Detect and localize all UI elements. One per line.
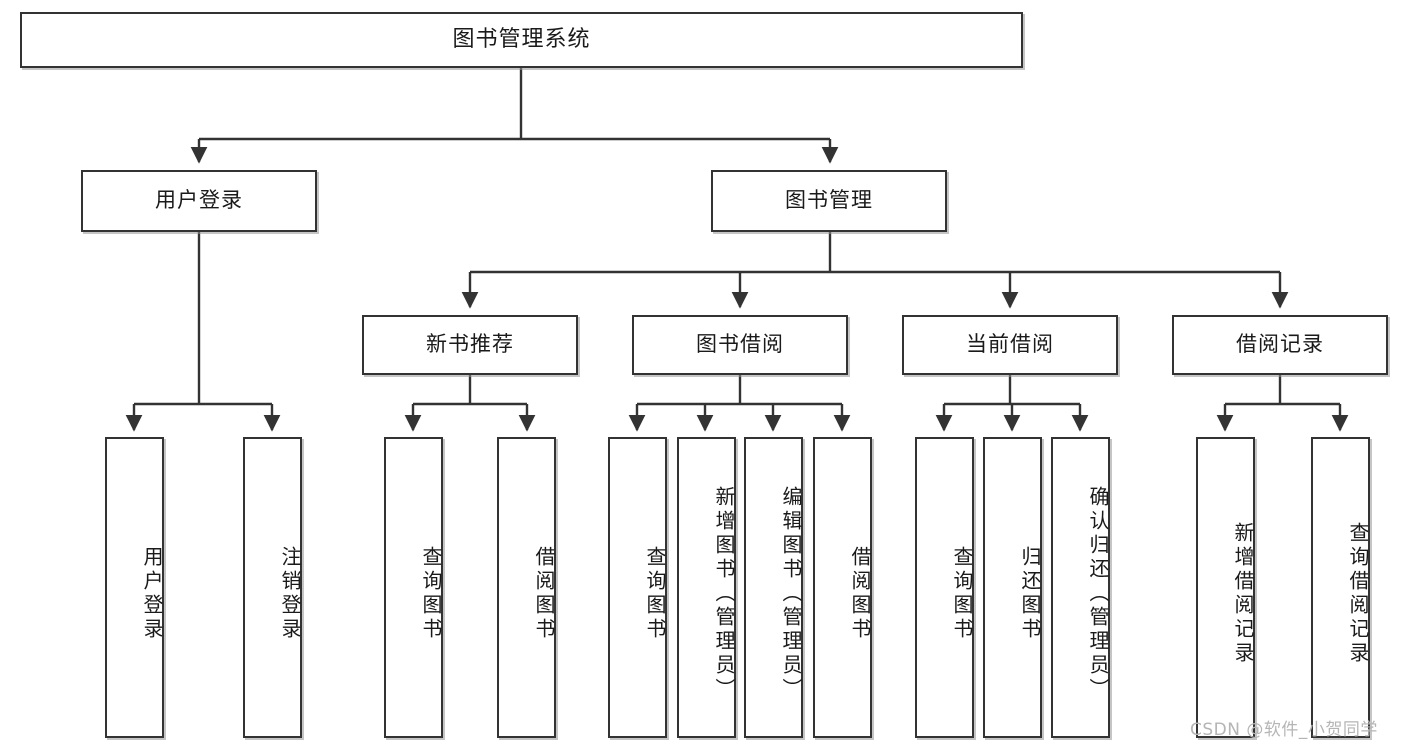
- leaf-user-login-login[interactable]: 用户登录: [105, 437, 164, 738]
- leaf-user-login-logout[interactable]: 注销登录: [243, 437, 302, 738]
- node-label: 查询借阅记录: [1346, 521, 1370, 666]
- node-borrowing-records[interactable]: 借阅记录: [1172, 315, 1388, 375]
- node-current-borrowing[interactable]: 当前借阅: [902, 315, 1118, 375]
- node-book-management[interactable]: 图书管理: [711, 170, 947, 232]
- leaf-borrow-query-book[interactable]: 查询图书: [608, 437, 667, 738]
- leaf-new-book-borrow-book[interactable]: 借阅图书: [497, 437, 556, 738]
- node-label: 编辑图书（管理员）: [779, 485, 803, 702]
- node-new-book-recommendation[interactable]: 新书推荐: [362, 315, 578, 375]
- watermark: CSDN @软件_小贺同学: [1190, 720, 1378, 740]
- node-user-login[interactable]: 用户登录: [81, 170, 317, 232]
- node-label: 图书管理: [785, 188, 873, 213]
- node-label: 注销登录: [278, 545, 302, 642]
- leaf-record-query-record[interactable]: 查询借阅记录: [1311, 437, 1370, 738]
- node-label: 查询图书: [643, 545, 667, 642]
- node-label: 新增图书（管理员）: [712, 485, 736, 702]
- leaf-borrow-add-book-admin[interactable]: 新增图书（管理员）: [677, 437, 736, 738]
- leaf-borrow-edit-book-admin[interactable]: 编辑图书（管理员）: [744, 437, 803, 738]
- node-root-book-management-system[interactable]: 图书管理系统: [20, 12, 1023, 68]
- node-label: 新增借阅记录: [1231, 521, 1255, 666]
- leaf-current-query-book[interactable]: 查询图书: [915, 437, 974, 738]
- node-label: 归还图书: [1018, 545, 1042, 642]
- node-label: 借阅记录: [1236, 332, 1324, 357]
- node-label: 用户登录: [140, 545, 164, 642]
- node-label: 用户登录: [155, 188, 243, 213]
- node-label: 确认归还（管理员）: [1086, 485, 1110, 702]
- node-label: 新书推荐: [426, 332, 514, 357]
- node-label: 借阅图书: [532, 545, 556, 642]
- node-book-borrowing[interactable]: 图书借阅: [632, 315, 848, 375]
- leaf-record-add-record[interactable]: 新增借阅记录: [1196, 437, 1255, 738]
- node-label: 图书管理系统: [452, 26, 591, 52]
- node-label: 图书借阅: [696, 332, 784, 357]
- node-label: 当前借阅: [966, 332, 1054, 357]
- node-label: 查询图书: [950, 545, 974, 642]
- leaf-current-return-book[interactable]: 归还图书: [983, 437, 1042, 738]
- leaf-borrow-borrow-book[interactable]: 借阅图书: [813, 437, 872, 738]
- leaf-current-confirm-return-admin[interactable]: 确认归还（管理员）: [1051, 437, 1110, 738]
- leaf-new-book-query-book[interactable]: 查询图书: [384, 437, 443, 738]
- node-label: 借阅图书: [848, 545, 872, 642]
- node-label: 查询图书: [419, 545, 443, 642]
